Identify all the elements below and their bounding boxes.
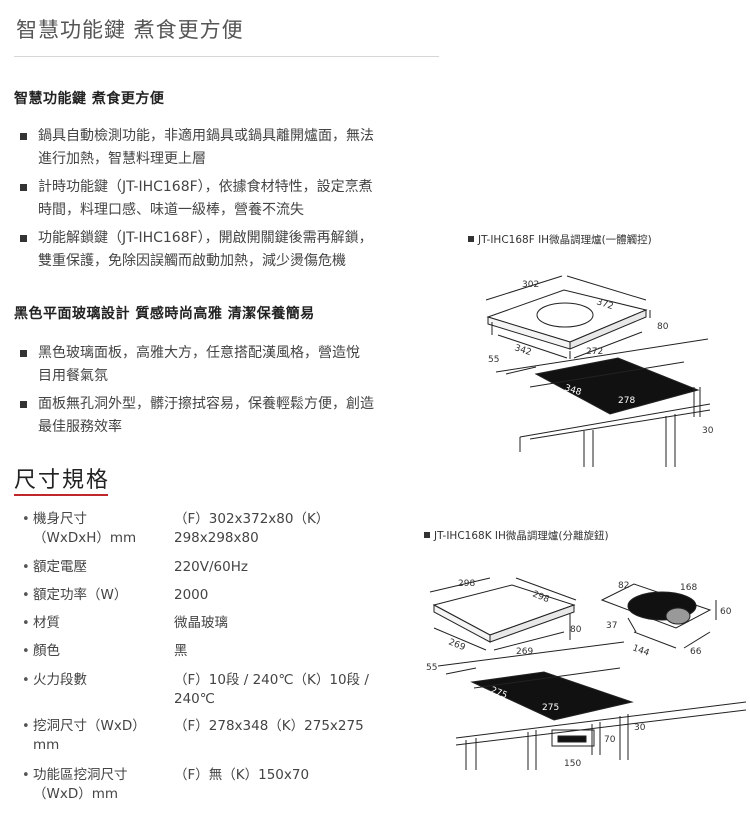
spec-bullet-icon: • <box>22 512 30 527</box>
k-dim-width-label: 298 <box>458 579 475 589</box>
feature-item: 計時功能鍵（JT-IHC168F），依據食材特性，設定烹煮時間，料理口感、味道一… <box>14 176 429 222</box>
dim-width-label: 302 <box>522 280 539 290</box>
caption-bullet-icon <box>424 532 430 538</box>
page-title: 智慧功能鍵 煮食更方便 <box>16 18 244 42</box>
spec-bullet-icon: • <box>22 588 30 603</box>
spec-title: 尺寸規格 <box>14 468 111 493</box>
bullet-square-icon <box>20 184 27 191</box>
title-divider <box>14 56 439 57</box>
spec-label: 顏色 <box>33 643 60 659</box>
diagram1-cooktop-drawing: 302 372 80 342 272 55 348 278 30 <box>485 275 714 467</box>
box-height-label: 70 <box>604 735 616 745</box>
spec-bullet-icon: • <box>22 673 30 688</box>
k-dim-cut-width-label: 275 <box>542 703 559 713</box>
k-dim-width2-label: 269 <box>516 647 533 657</box>
feature-text-line: 鍋具自動檢測功能，非適用鍋具或鍋具離開爐面，無法 <box>38 128 374 144</box>
knob-width-label: 82 <box>618 581 629 591</box>
bullet-square-icon <box>20 350 27 357</box>
spec-title-underline <box>14 494 108 496</box>
knob-side-label: 66 <box>690 647 702 657</box>
feature-text-line: 計時功能鍵（JT-IHC168F），依據食材特性，設定烹煮 <box>38 179 373 195</box>
caption-bullet-icon <box>468 236 474 242</box>
dim-cut-width-label: 278 <box>618 396 635 406</box>
diagram2-caption: JT-IHC168K IH微晶調理爐(分離旋鈕) <box>424 528 609 543</box>
spec-bullet-icon: • <box>22 616 30 631</box>
spec-label: 挖洞尺寸（WxD）mm <box>33 718 146 753</box>
spec-label: 材質 <box>33 615 60 631</box>
knob-height2-label: 60 <box>720 607 732 617</box>
k-dim-edge-label: 55 <box>426 663 437 673</box>
cooktop-top-plate <box>486 289 648 343</box>
dim-cut-depth-vertical-label: 30 <box>702 426 714 436</box>
bullet-square-icon <box>20 401 27 408</box>
spec-value: （F）10段 / 240℃（K）10段 /240℃ <box>174 672 369 707</box>
k-dim-depth2-label: 269 <box>447 638 467 654</box>
section-heading-glass-design: 黑色平面玻璃設計 質感時尚高雅 清潔保養簡易 <box>14 306 315 322</box>
feature-text-line: 目用餐氣氛 <box>38 368 108 384</box>
feature-item: 鍋具自動檢測功能，非適用鍋具或鍋具離開爐面，無法進行加熱，智慧料理更上層 <box>14 125 429 171</box>
diagram2-cooktop-drawing: 298 298 80 269 269 55 275 275 82 168 37 … <box>426 577 747 770</box>
feature-item: 功能解鎖鍵（JT-IHC168F），開啟開關鍵後需再解鎖， 雙重保護，免除因誤觸而… <box>14 227 429 273</box>
k-dim-cut-depth-vertical-label: 30 <box>634 723 646 733</box>
feature-text-line: 雙重保護，免除因誤觸而啟動加熱，減少燙傷危機 <box>38 253 346 269</box>
spec-label: 額定電壓 <box>33 559 87 575</box>
cutout-k-hole <box>470 671 634 721</box>
glass-design-feature-list: 黑色玻璃面板，高雅大方，任意搭配漢風格，營造悅目用餐氣氛面板無孔洞外型，髒汙擦拭… <box>14 342 429 444</box>
spec-value: 220V/60Hz <box>174 559 248 575</box>
feature-text-line: 面板無孔洞外型，髒汙擦拭容易，保養輕鬆方便，創造 <box>38 396 374 412</box>
feature-item: 黑色玻璃面板，高雅大方，任意搭配漢風格，營造悅目用餐氣氛 <box>14 342 429 388</box>
spec-value: （F）302x372x80（K）298x298x80 <box>174 511 330 546</box>
knob-base-label: 144 <box>631 643 651 658</box>
spec-value: （F）278x348（K）275x275 <box>174 718 364 734</box>
knob-height-label: 37 <box>606 621 617 631</box>
spec-bullet-icon: • <box>22 560 30 575</box>
bullet-square-icon <box>20 133 27 140</box>
spec-bullet-icon: • <box>22 768 30 783</box>
spec-value: 2000 <box>174 587 209 603</box>
diagram1-caption: JT-IHC168F IH微晶調理爐(一體觸控) <box>468 232 652 247</box>
feature-item: 面板無孔洞外型，髒汙擦拭容易，保養輕鬆方便，創造最佳服務效率 <box>14 393 429 439</box>
box-width-label: 150 <box>564 759 581 769</box>
cutout-hole <box>534 357 700 415</box>
feature-text-line: 進行加熱，智慧料理更上層 <box>38 151 206 167</box>
dim-width2-label: 272 <box>586 347 603 357</box>
dim-edge-label: 55 <box>488 355 499 365</box>
feature-text-line: 黑色玻璃面板，高雅大方，任意搭配漢風格，營造悅 <box>38 345 360 361</box>
feature-text-line: 最佳服務效率 <box>38 419 122 435</box>
smart-keys-feature-list: 鍋具自動檢測功能，非適用鍋具或鍋具離開爐面，無法進行加熱，智慧料理更上層計時功能… <box>14 125 429 278</box>
function-box-cutout <box>551 729 595 747</box>
cooktop-k-top-plate <box>432 584 576 636</box>
spec-label: 功能區挖洞尺寸（WxD）mm <box>33 767 128 802</box>
spec-label: 火力段數 <box>33 672 87 688</box>
cooking-zone-circle <box>536 302 594 328</box>
section-heading-smart-keys: 智慧功能鍵 煮食更方便 <box>14 91 165 107</box>
dim-height-label: 80 <box>657 322 669 332</box>
knob-depth-label: 168 <box>680 583 697 593</box>
spec-value: 黑 <box>174 643 188 659</box>
spec-value: 微晶玻璃 <box>174 615 228 631</box>
k-dim-height-label: 80 <box>570 625 582 635</box>
bullet-square-icon <box>20 235 27 242</box>
feature-text-line: 時間，料理口感、味道一級棒，營養不流失 <box>38 202 304 218</box>
feature-text-line: 功能解鎖鍵（JT-IHC168F），開啟開關鍵後需再解鎖， <box>38 230 373 246</box>
control-knob <box>665 607 691 625</box>
spec-label: 額定功率（W） <box>33 587 128 603</box>
spec-bullet-icon: • <box>22 719 30 734</box>
spec-bullet-icon: • <box>22 644 30 659</box>
spec-value: （F）無（K）150x70 <box>174 767 310 783</box>
spec-label: 機身尺寸（WxDxH）mm <box>33 511 137 546</box>
